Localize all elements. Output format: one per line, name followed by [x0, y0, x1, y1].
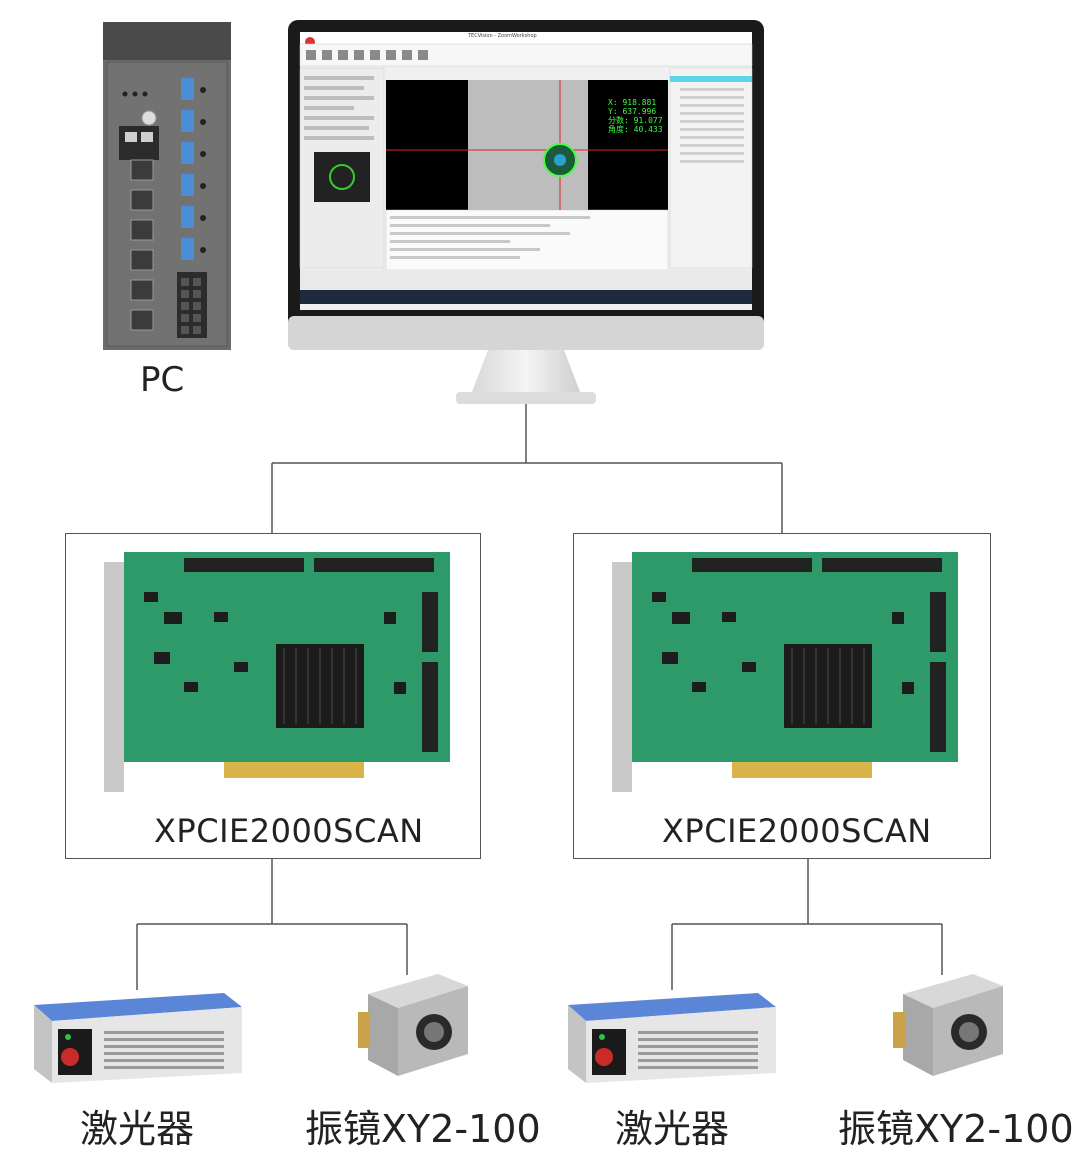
readout-x: X: 918.881 [608, 98, 657, 107]
pc-label: PC [140, 360, 185, 400]
card-label-2: XPCIE2000SCAN [662, 812, 932, 850]
readout-score: 分数: 91.077 [608, 116, 663, 125]
readout-y: Y: 637.996 [608, 107, 657, 116]
laser-unit-2 [568, 993, 776, 1083]
device-label-galvo-1: 振镜XY2-100 [305, 1107, 541, 1151]
galvo-scanner-1 [358, 974, 468, 1076]
pc-tower [103, 22, 231, 350]
vision-readout: X: 918.881 Y: 637.996 分数: 91.077 角度: 40.… [608, 98, 663, 134]
pcie-card-image-1 [104, 552, 450, 792]
window-title: TECVision - ZoomWorkshop [468, 33, 537, 39]
device-label-laser-2: 激光器 [615, 1107, 730, 1151]
readout-angle: 角度: 40.433 [608, 125, 663, 134]
card-label-1: XPCIE2000SCAN [154, 812, 424, 850]
card-box-1: XPCIE2000SCAN [65, 533, 481, 859]
card-box-2: XPCIE2000SCAN [573, 533, 991, 859]
device-label-laser-1: 激光器 [80, 1107, 195, 1151]
monitor: TECVision - ZoomWorkshop X: 918.881 Y: 6… [288, 20, 764, 408]
laser-unit-1 [34, 993, 242, 1083]
device-label-galvo-2: 振镜XY2-100 [838, 1107, 1074, 1151]
pcie-card-image-2 [612, 552, 958, 792]
galvo-scanner-2 [893, 974, 1003, 1076]
